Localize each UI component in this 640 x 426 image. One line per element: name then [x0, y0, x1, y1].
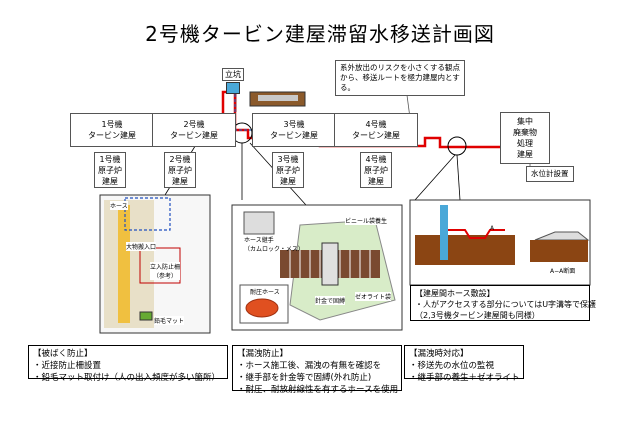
hose-label: ホース — [110, 201, 128, 210]
pressure-hose-label: 耐圧ホース — [250, 289, 280, 296]
unit4-turbine-building: 4号機 タービン建屋 — [334, 113, 418, 147]
vinyl-bag-label: ビニール袋養生 — [345, 216, 388, 225]
wire-fix-label: 針金で固縛 — [315, 296, 346, 305]
section-aa-label: A−A断面 — [550, 268, 576, 275]
leak-response-box: 【漏洩時対応】 ・移送先の水位の監視 ・継手部の養生＋ゼオライト — [404, 345, 524, 383]
unit1-turbine-building: 1号機 タービン建屋 — [70, 113, 154, 147]
exposure-prevention-box: 【被ばく防止】 ・近接防止柵設置 ・鉛毛マット取付け（人の出入頻度が多い箇所） — [28, 345, 228, 383]
unit1-reactor-building: 1号機 原子炉 建屋 — [94, 152, 126, 188]
zeolite-label: ゼオライト袋 — [355, 292, 392, 301]
unit2-reactor-building: 2号機 原子炉 建屋 — [164, 152, 196, 188]
level-gauge-label: 水位計設置 — [526, 166, 574, 182]
unit3-reactor-building: 3号機 原子炉 建屋 — [272, 152, 304, 188]
shaft-marker — [226, 82, 240, 94]
waste-treatment-building: 集中 廃棄物 処理 建屋 — [500, 112, 550, 164]
lead-mat-label: 鉛毛マット — [154, 316, 185, 325]
unit3-turbine-building: 3号機 タービン建屋 — [252, 113, 336, 147]
unit2-turbine-building: 2号機 タービン建屋 — [152, 113, 236, 147]
fence-label: 立入防止柵 （参考） — [150, 262, 181, 280]
entrance-label: 大物搬入口 — [126, 242, 157, 251]
leak-prevention-box: 【漏洩防止】 ・ホース施工後、漏洩の有無を確認を ・継手部を針金等で固縛(外れ防… — [232, 345, 402, 395]
shaft-label: 立坑 — [222, 68, 244, 81]
note-callout: 系外放出のリスクを小さくする観点から、移送ルートを極力建屋内とする。 — [335, 60, 465, 96]
unit4-reactor-building: 4号機 原子炉 建屋 — [360, 152, 392, 188]
hose-laying-callout: 【建屋間ホース敷設】 ・人がアクセスする部分についてはU字溝等で保護 （2,3号… — [410, 285, 596, 321]
page-title: 2号機タービン建屋滞留水移送計画図 — [145, 22, 495, 46]
hose-joint-label: ホース継手 （カムロック・メス） — [244, 237, 304, 253]
section-a-label: A — [490, 225, 495, 232]
